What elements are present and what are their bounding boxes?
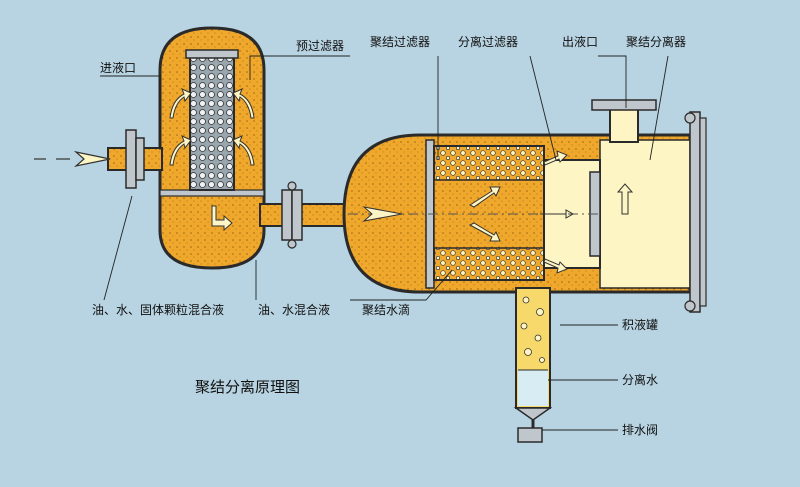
prefilter-element (190, 56, 234, 190)
coalescing-filter-label: 聚结过滤器 (370, 35, 430, 49)
prefilter-label: 预过滤器 (296, 39, 344, 53)
separated-water-level (518, 370, 548, 406)
coalesced-droplets-label: 聚结水滴 (362, 302, 410, 317)
oil-water-mix-label: 油、水混合液 (258, 302, 330, 317)
drain-valve (518, 420, 542, 442)
connecting-pipe (260, 182, 350, 248)
separator-vessel (344, 112, 706, 312)
drain-valve-label: 排水阀 (622, 423, 658, 437)
diagram-title: 聚结分离原理图 (195, 378, 300, 396)
inlet-label: 进液口 (100, 60, 136, 75)
clean-chamber (600, 140, 690, 288)
sump-label: 积液罐 (622, 317, 658, 332)
separated-water-label: 分离水 (622, 372, 658, 387)
coalescing-separator-label: 聚结分离器 (626, 34, 686, 49)
outlet-label: 出液口 (562, 34, 598, 49)
oil-water-solid-mix-label: 油、水、固体颗粒混合液 (92, 302, 224, 317)
inlet-flow-arrow (34, 152, 110, 166)
inlet-pipe (108, 130, 162, 188)
separation-filter-label: 分离过滤器 (458, 34, 518, 49)
sump-tank (516, 288, 550, 420)
